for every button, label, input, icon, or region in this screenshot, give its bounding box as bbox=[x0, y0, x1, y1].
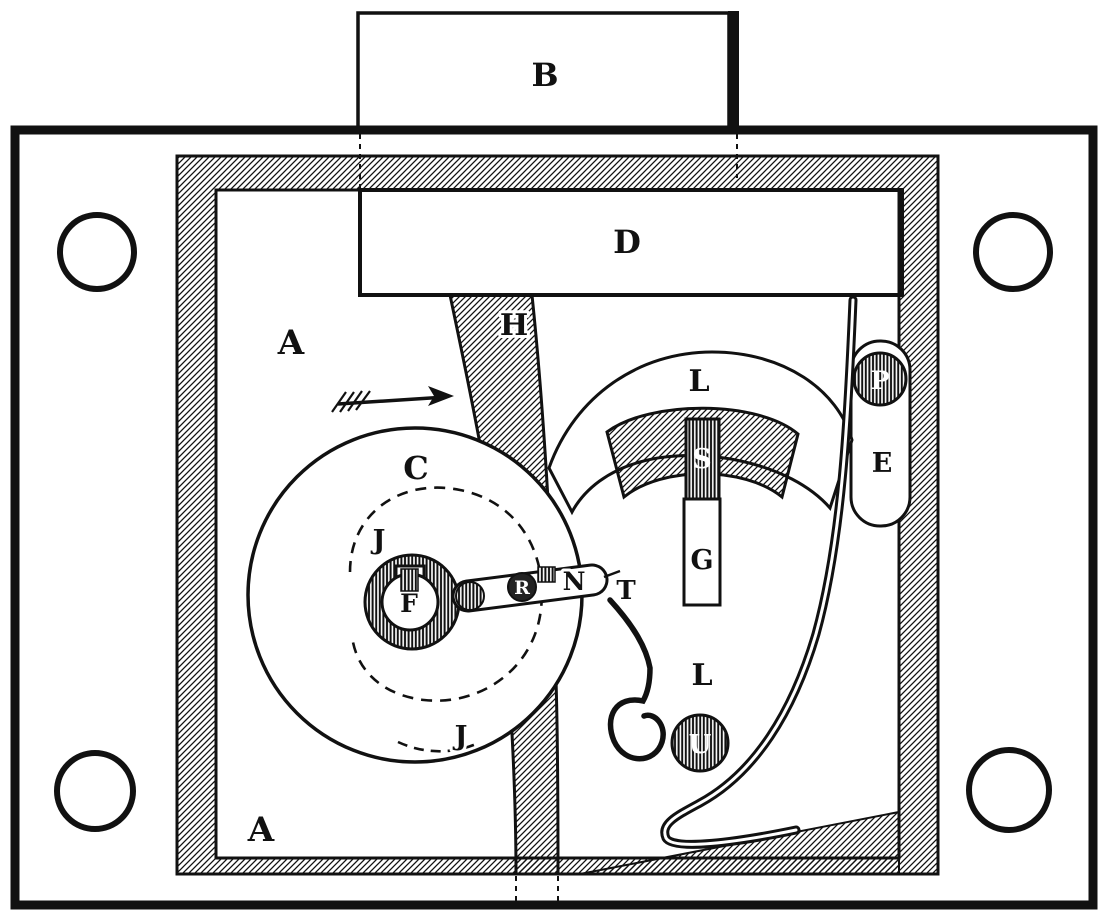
screw-hole-top-right bbox=[973, 212, 1053, 292]
arm-tip-tick bbox=[603, 569, 621, 579]
stem-block bbox=[682, 497, 722, 607]
rotation-arrow-feather bbox=[331, 390, 371, 413]
pivot-disc bbox=[507, 572, 537, 602]
label-keyhole: F bbox=[400, 589, 418, 618]
stump-disc bbox=[670, 713, 730, 773]
lock-case-outline bbox=[10, 125, 1098, 910]
label-spiral-upper: J bbox=[371, 525, 386, 556]
screw-hole-top-left bbox=[57, 212, 137, 292]
stud-block bbox=[684, 417, 721, 501]
label-stump: U bbox=[689, 730, 712, 760]
label-case-lower: A bbox=[247, 810, 275, 850]
label-partition: H bbox=[500, 308, 528, 343]
bolt-head-edge bbox=[728, 11, 739, 130]
label-pin: P bbox=[871, 366, 890, 395]
rotation-arrow-head bbox=[428, 386, 454, 406]
label-wheel: C bbox=[403, 449, 428, 487]
label-stud: S bbox=[692, 444, 712, 475]
spiral-groove bbox=[348, 486, 544, 702]
label-arm: N bbox=[563, 567, 586, 596]
label-pivot: R bbox=[514, 577, 530, 599]
screw-hole-bottom-right bbox=[966, 747, 1052, 833]
label-case-upper: A bbox=[277, 323, 305, 363]
key-bit bbox=[400, 568, 419, 592]
label-spring-guide: E bbox=[872, 448, 893, 479]
rotation-arrow-shaft bbox=[337, 395, 447, 406]
figure-labels: B D A A H C J J F R N T L S G P E L U bbox=[244, 53, 895, 853]
label-bolt-head: B bbox=[531, 56, 558, 94]
screw-hole-bottom-left bbox=[54, 750, 136, 832]
label-bolt: D bbox=[613, 223, 641, 261]
spiral-groove-lower bbox=[397, 740, 477, 753]
pin-disc bbox=[852, 351, 908, 407]
label-arm-tip: T bbox=[616, 576, 636, 606]
label-lever-lower: L bbox=[691, 658, 712, 693]
label-stem: G bbox=[690, 545, 713, 576]
scroll-curl bbox=[607, 597, 666, 762]
flat-spring-highlight bbox=[663, 298, 855, 846]
arm-hub bbox=[455, 581, 485, 611]
arm-block bbox=[537, 566, 556, 583]
label-spiral-lower: J bbox=[453, 721, 468, 752]
label-lever-upper: L bbox=[688, 364, 709, 399]
